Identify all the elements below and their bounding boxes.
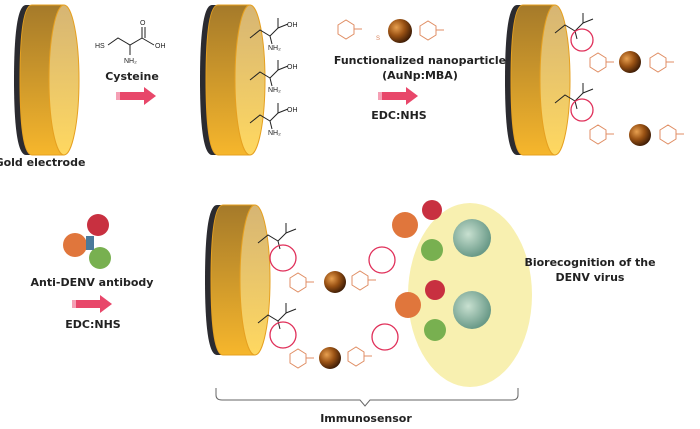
- antibody-icon: [63, 214, 111, 269]
- svg-text:S: S: [376, 36, 380, 42]
- svg-text:OH: OH: [155, 43, 166, 50]
- svg-text:NH₂: NH₂: [268, 45, 281, 52]
- svg-text:OH: OH: [287, 64, 298, 71]
- svg-text:NH₂: NH₂: [268, 130, 281, 137]
- anti-denv-antibody-label: Anti-DENV antibody: [31, 276, 154, 289]
- denv-virus-icon: [453, 291, 491, 329]
- immunosensor-bracket: [215, 388, 519, 407]
- biorecognition-label: Biorecognition of the: [524, 256, 655, 269]
- edc-nhs-label-1: EDC:NHS: [371, 109, 427, 122]
- svg-text:O: O: [140, 20, 146, 27]
- cysteine-layer: OH OH OH NH₂ NH₂ NH₂: [249, 17, 298, 137]
- svg-text:OH: OH: [287, 22, 298, 29]
- functionalized-np-label: Functionalized nanoparticle: [334, 54, 506, 67]
- antibody-icon: [392, 200, 446, 341]
- arrow-right-icon: [116, 87, 156, 105]
- gold-electrode-cysteine: OH OH OH NH₂ NH₂ NH₂: [199, 4, 298, 156]
- denv-virus-icon: [453, 219, 491, 257]
- aunp-mba-label: (AuNp:MBA): [382, 69, 458, 82]
- arrow-right-icon: [378, 87, 418, 105]
- cysteine-molecule: HS OH O NH₂: [95, 20, 166, 65]
- immunosensor-label: Immunosensor: [320, 412, 412, 425]
- gold-electrode-label: Gold electrode: [0, 156, 85, 169]
- immunosensor: [204, 200, 491, 369]
- gold-electrode-aunp: [504, 4, 685, 156]
- cysteine-label: Cysteine: [105, 70, 159, 83]
- denv-virus-label: DENV virus: [556, 271, 625, 284]
- svg-text:OH: OH: [287, 107, 298, 114]
- gold-electrode-bare: [13, 4, 80, 156]
- edc-nhs-label-2: EDC:NHS: [65, 318, 121, 331]
- svg-text:HS: HS: [95, 43, 105, 50]
- arrow-right-icon: [72, 295, 112, 313]
- svg-text:NH₂: NH₂: [124, 58, 137, 65]
- functionalized-nanoparticle-icon: S: [337, 19, 445, 43]
- svg-text:NH₂: NH₂: [268, 87, 281, 94]
